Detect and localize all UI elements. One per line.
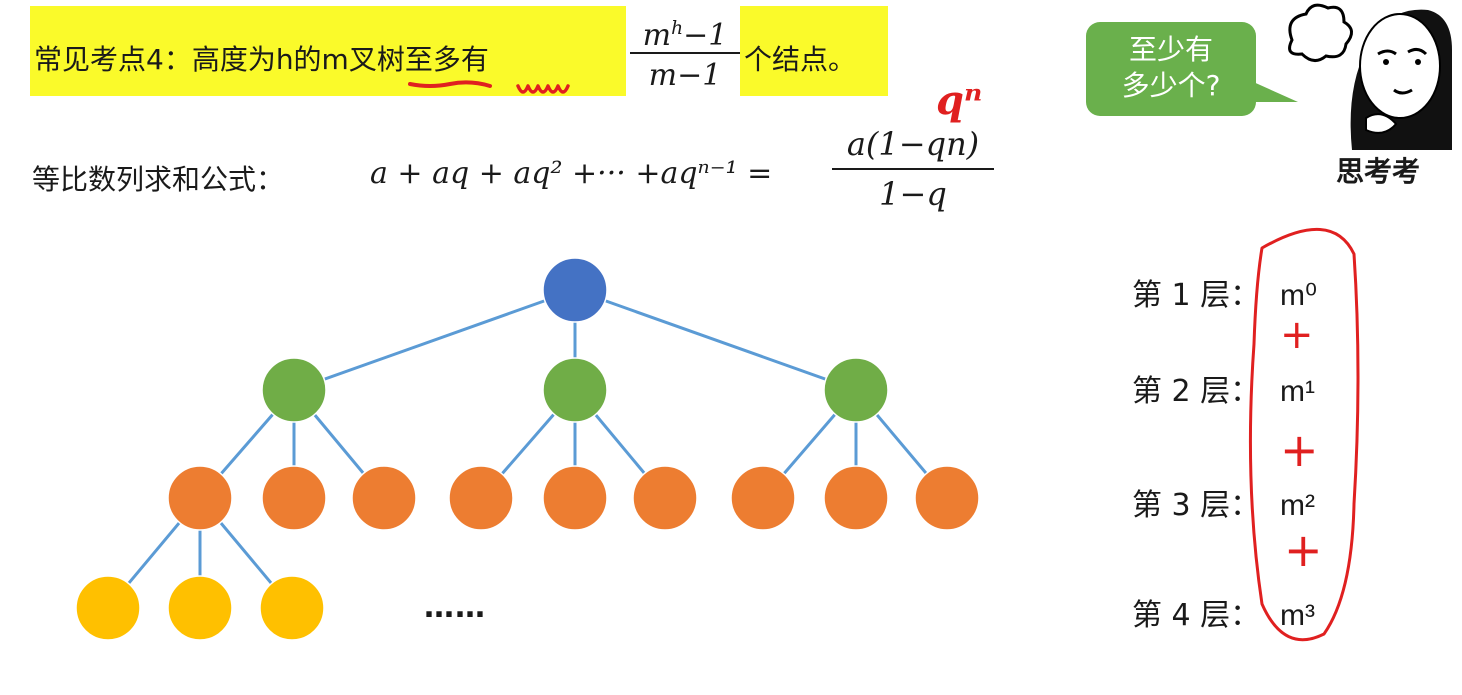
tree-node-level-3 [730,465,796,531]
handwritten-plus-1: + [1280,312,1314,358]
tree-node-level-2 [261,357,327,423]
tree-node-level-3 [167,465,233,531]
headline-highlight [30,6,626,96]
handwritten-plus-2: + [1280,423,1319,477]
max-nodes-denominator: m−1 [648,58,722,93]
speech-bubble: 至少有 多少个? [1086,22,1256,116]
tree-node-level-4 [167,575,233,641]
tree-node-level-1 [542,257,608,323]
level-label: 第 4 层： [1132,598,1261,633]
level-value: m¹ [1280,375,1315,408]
tree-node-level-3 [261,465,327,531]
level-1-row: 第 1 层： m⁰ [1132,270,1317,314]
handwritten-plus-3: + [1284,523,1323,577]
underline-m-tree [408,80,492,88]
max-nodes-numerator: mh−1 [642,18,728,53]
headline-tail: 个结点。 [744,43,857,76]
tree-edge [293,288,576,392]
handwritten-q-power-n: qⁿ [936,77,982,124]
sum-numerator: a(1−qn) [846,125,980,163]
tree-ellipsis: …… [424,590,486,625]
headline-highlight-tail [740,6,888,96]
level-label: 第 2 层： [1132,374,1261,409]
formula-label: 等比数列求和公式： [32,163,285,196]
tree-edges [106,288,949,609]
level-value: m⁰ [1280,279,1318,312]
sum-fraction: a(1−qn) 1−q [832,124,994,214]
formula-expression: a + aq + aq² +··· +aqⁿ⁻¹ = [370,156,773,191]
wavy-underline-at-most [516,84,570,94]
tree-node-level-3 [914,465,980,531]
level-2-row: 第 2 层： m¹ [1132,366,1315,410]
bubble-line-2: 多少个? [1121,69,1221,102]
circle-around-levels [1248,227,1360,642]
headline: 常见考点4：高度为h的m叉树至多有 [34,43,489,76]
level-value: m² [1280,489,1315,522]
tree-node-level-3 [823,465,889,531]
tree-nodes [75,257,980,641]
max-nodes-fraction: mh−1 m−1 [630,10,740,94]
sum-denominator: 1−q [879,175,947,213]
level-value: m³ [1280,599,1315,632]
tree-node-level-2 [823,357,889,423]
tree-node-level-4 [259,575,325,641]
level-label: 第 3 层： [1132,488,1261,523]
tree-node-level-2 [542,357,608,423]
tree-node-level-3 [632,465,698,531]
level-4-row: 第 4 层： m³ [1132,590,1315,634]
tree-node-level-3 [351,465,417,531]
meme-caption: 思考考 [1336,155,1421,188]
level-label: 第 1 层： [1132,278,1261,313]
tree-edge [574,288,857,392]
tree-node-level-3 [542,465,608,531]
thinking-meme-icon [1288,3,1452,150]
handwritten-annotations [408,80,1360,642]
tree-node-level-3 [448,465,514,531]
bubble-line-1: 至少有 [1128,33,1213,66]
tree-node-level-4 [75,575,141,641]
level-3-row: 第 3 层： m² [1132,480,1315,524]
